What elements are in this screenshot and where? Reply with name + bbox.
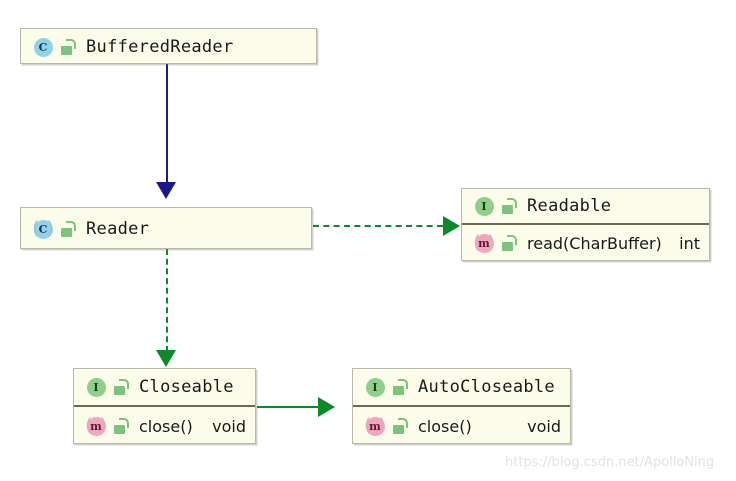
abstract-class-stereotype-icon: C	[30, 217, 56, 241]
watermark-text: https://blog.csdn.net/ApolloNing	[505, 455, 715, 470]
interface-node-closeable[interactable]: I Closeable m close() void	[73, 368, 256, 444]
abstract-method-stereotype-icon: m	[362, 414, 388, 438]
member-row[interactable]: m close() void	[353, 407, 570, 445]
class-node-reader[interactable]: C Reader	[20, 207, 312, 249]
stereotype-letter: m	[365, 416, 385, 436]
node-title: AutoCloseable	[418, 377, 555, 397]
stereotype-letter: C	[33, 219, 53, 239]
unlocked-padlock-icon	[113, 379, 129, 395]
node-header: C BufferedReader	[21, 29, 316, 65]
node-header: I AutoCloseable	[353, 369, 570, 407]
edge-line	[313, 225, 443, 227]
arrowhead-down	[156, 182, 176, 199]
unlocked-padlock-icon	[60, 221, 76, 237]
interface-stereotype-icon: I	[83, 375, 109, 399]
arrowhead-right	[443, 216, 460, 236]
interface-stereotype-icon: I	[362, 375, 388, 399]
stereotype-letter: I	[474, 196, 494, 216]
interface-node-readable[interactable]: I Readable m read(CharBuffer) int	[461, 188, 710, 261]
node-title: Readable	[527, 196, 612, 216]
stereotype-letter: I	[86, 377, 106, 397]
class-stereotype-icon: C	[30, 35, 56, 59]
arrowhead-right	[318, 397, 335, 417]
member-type: int	[679, 233, 700, 253]
abstract-method-stereotype-icon: m	[471, 231, 497, 255]
unlocked-padlock-icon	[392, 379, 408, 395]
unlocked-padlock-icon	[113, 418, 129, 434]
member-name: close()	[139, 416, 193, 436]
unlocked-padlock-icon	[60, 39, 76, 55]
unlocked-padlock-icon	[392, 418, 408, 434]
edge-line	[257, 406, 320, 408]
member-row[interactable]: m read(CharBuffer) int	[462, 225, 709, 261]
node-title: Reader	[86, 219, 150, 239]
stereotype-letter: I	[365, 377, 385, 397]
node-title: Closeable	[139, 377, 234, 397]
arrowhead-down	[156, 350, 176, 367]
member-name: close()	[418, 416, 472, 436]
class-node-bufferedreader[interactable]: C BufferedReader	[20, 28, 317, 64]
node-header: I Closeable	[74, 369, 255, 407]
member-type: void	[212, 416, 246, 436]
node-header: C Reader	[21, 208, 311, 250]
edge-line	[166, 62, 168, 184]
interface-stereotype-icon: I	[471, 194, 497, 218]
stereotype-letter: C	[33, 37, 53, 57]
node-header: I Readable	[462, 189, 709, 225]
unlocked-padlock-icon	[501, 235, 517, 251]
unlocked-padlock-icon	[501, 198, 517, 214]
member-name: read(CharBuffer)	[527, 233, 662, 253]
stereotype-letter: m	[474, 233, 494, 253]
stereotype-letter: m	[86, 416, 106, 436]
member-row[interactable]: m close() void	[74, 407, 255, 445]
node-title: BufferedReader	[86, 37, 234, 57]
abstract-method-stereotype-icon: m	[83, 414, 109, 438]
member-type: void	[527, 416, 561, 436]
edge-line	[166, 249, 168, 352]
interface-node-autocloseable[interactable]: I AutoCloseable m close() void	[352, 368, 571, 444]
